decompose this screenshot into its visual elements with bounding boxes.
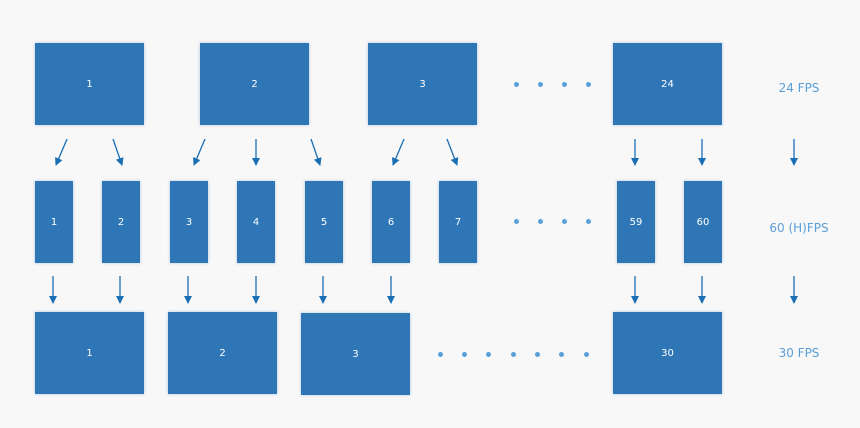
row1-frame-2: 2: [200, 43, 309, 125]
row3-frame-2-label: 2: [219, 347, 226, 359]
row1-ellipsis-dot: [586, 82, 591, 87]
arrow-down-icon: [112, 138, 124, 166]
row1-frame-24: 24: [613, 43, 722, 125]
row1-fps-label: 24 FPS: [778, 81, 820, 95]
row2-frame-4-label: 4: [252, 216, 260, 228]
row2-frame-1-label: 1: [50, 216, 58, 228]
row1-frame-1-label: 1: [86, 78, 93, 90]
row3-frame-3-label: 3: [352, 348, 359, 360]
arrow-down-icon: [446, 138, 459, 166]
arrow-down-icon: [193, 138, 206, 166]
row3-ellipsis-dot: [511, 352, 516, 357]
row2-fps-label: 60 (H)FPS: [769, 221, 829, 235]
row2-frame-59-label: 59: [629, 216, 643, 228]
row2-frame-1: 1: [35, 181, 73, 263]
row3-ellipsis-dot: [559, 352, 564, 357]
row1-frame-2-label: 2: [251, 78, 258, 90]
row3-frame-2: 2: [168, 312, 277, 394]
row3-frame-3: 3: [301, 313, 410, 395]
row2-frame-7: 7: [439, 181, 477, 263]
row2-frame-2: 2: [102, 181, 140, 263]
row3-frame-1: 1: [35, 312, 144, 394]
row2-ellipsis-dot: [586, 219, 591, 224]
row2-frame-3: 3: [170, 181, 208, 263]
row2-frame-6: 6: [372, 181, 410, 263]
row2-frame-59: 59: [617, 181, 655, 263]
row2-frame-60-label: 60: [696, 216, 710, 228]
row2-frame-6-label: 6: [387, 216, 395, 228]
row2-frame-5-label: 5: [320, 216, 328, 228]
row2-frame-7-label: 7: [454, 216, 462, 228]
row2-ellipsis-dot: [514, 219, 519, 224]
row1-ellipsis-dot: [514, 82, 519, 87]
row3-frame-30: 30: [613, 312, 722, 394]
row3-ellipsis-dot: [486, 352, 491, 357]
row3-frame-30-label: 30: [661, 347, 674, 359]
row3-ellipsis-dot: [462, 352, 467, 357]
row1-ellipsis-dot: [562, 82, 567, 87]
row1-frame-3: 3: [368, 43, 477, 125]
row2-frame-4: 4: [237, 181, 275, 263]
row3-fps-label: 30 FPS: [778, 346, 820, 360]
row1-frame-1: 1: [35, 43, 144, 125]
row1-frame-3-label: 3: [419, 78, 426, 90]
row3-ellipsis-dot: [438, 352, 443, 357]
row2-frame-60: 60: [684, 181, 722, 263]
arrow-down-icon: [310, 138, 322, 166]
arrow-down-icon: [392, 138, 405, 166]
row2-ellipsis-dot: [538, 219, 543, 224]
row2-frame-3-label: 3: [185, 216, 193, 228]
row3-frame-1-label: 1: [86, 347, 93, 359]
arrow-down-icon: [55, 138, 68, 166]
row2-ellipsis-dot: [562, 219, 567, 224]
row3-ellipsis-dot: [584, 352, 589, 357]
row2-frame-2-label: 2: [117, 216, 125, 228]
row2-frame-5: 5: [305, 181, 343, 263]
row3-ellipsis-dot: [535, 352, 540, 357]
row1-frame-24-label: 24: [661, 78, 674, 90]
row1-ellipsis-dot: [538, 82, 543, 87]
